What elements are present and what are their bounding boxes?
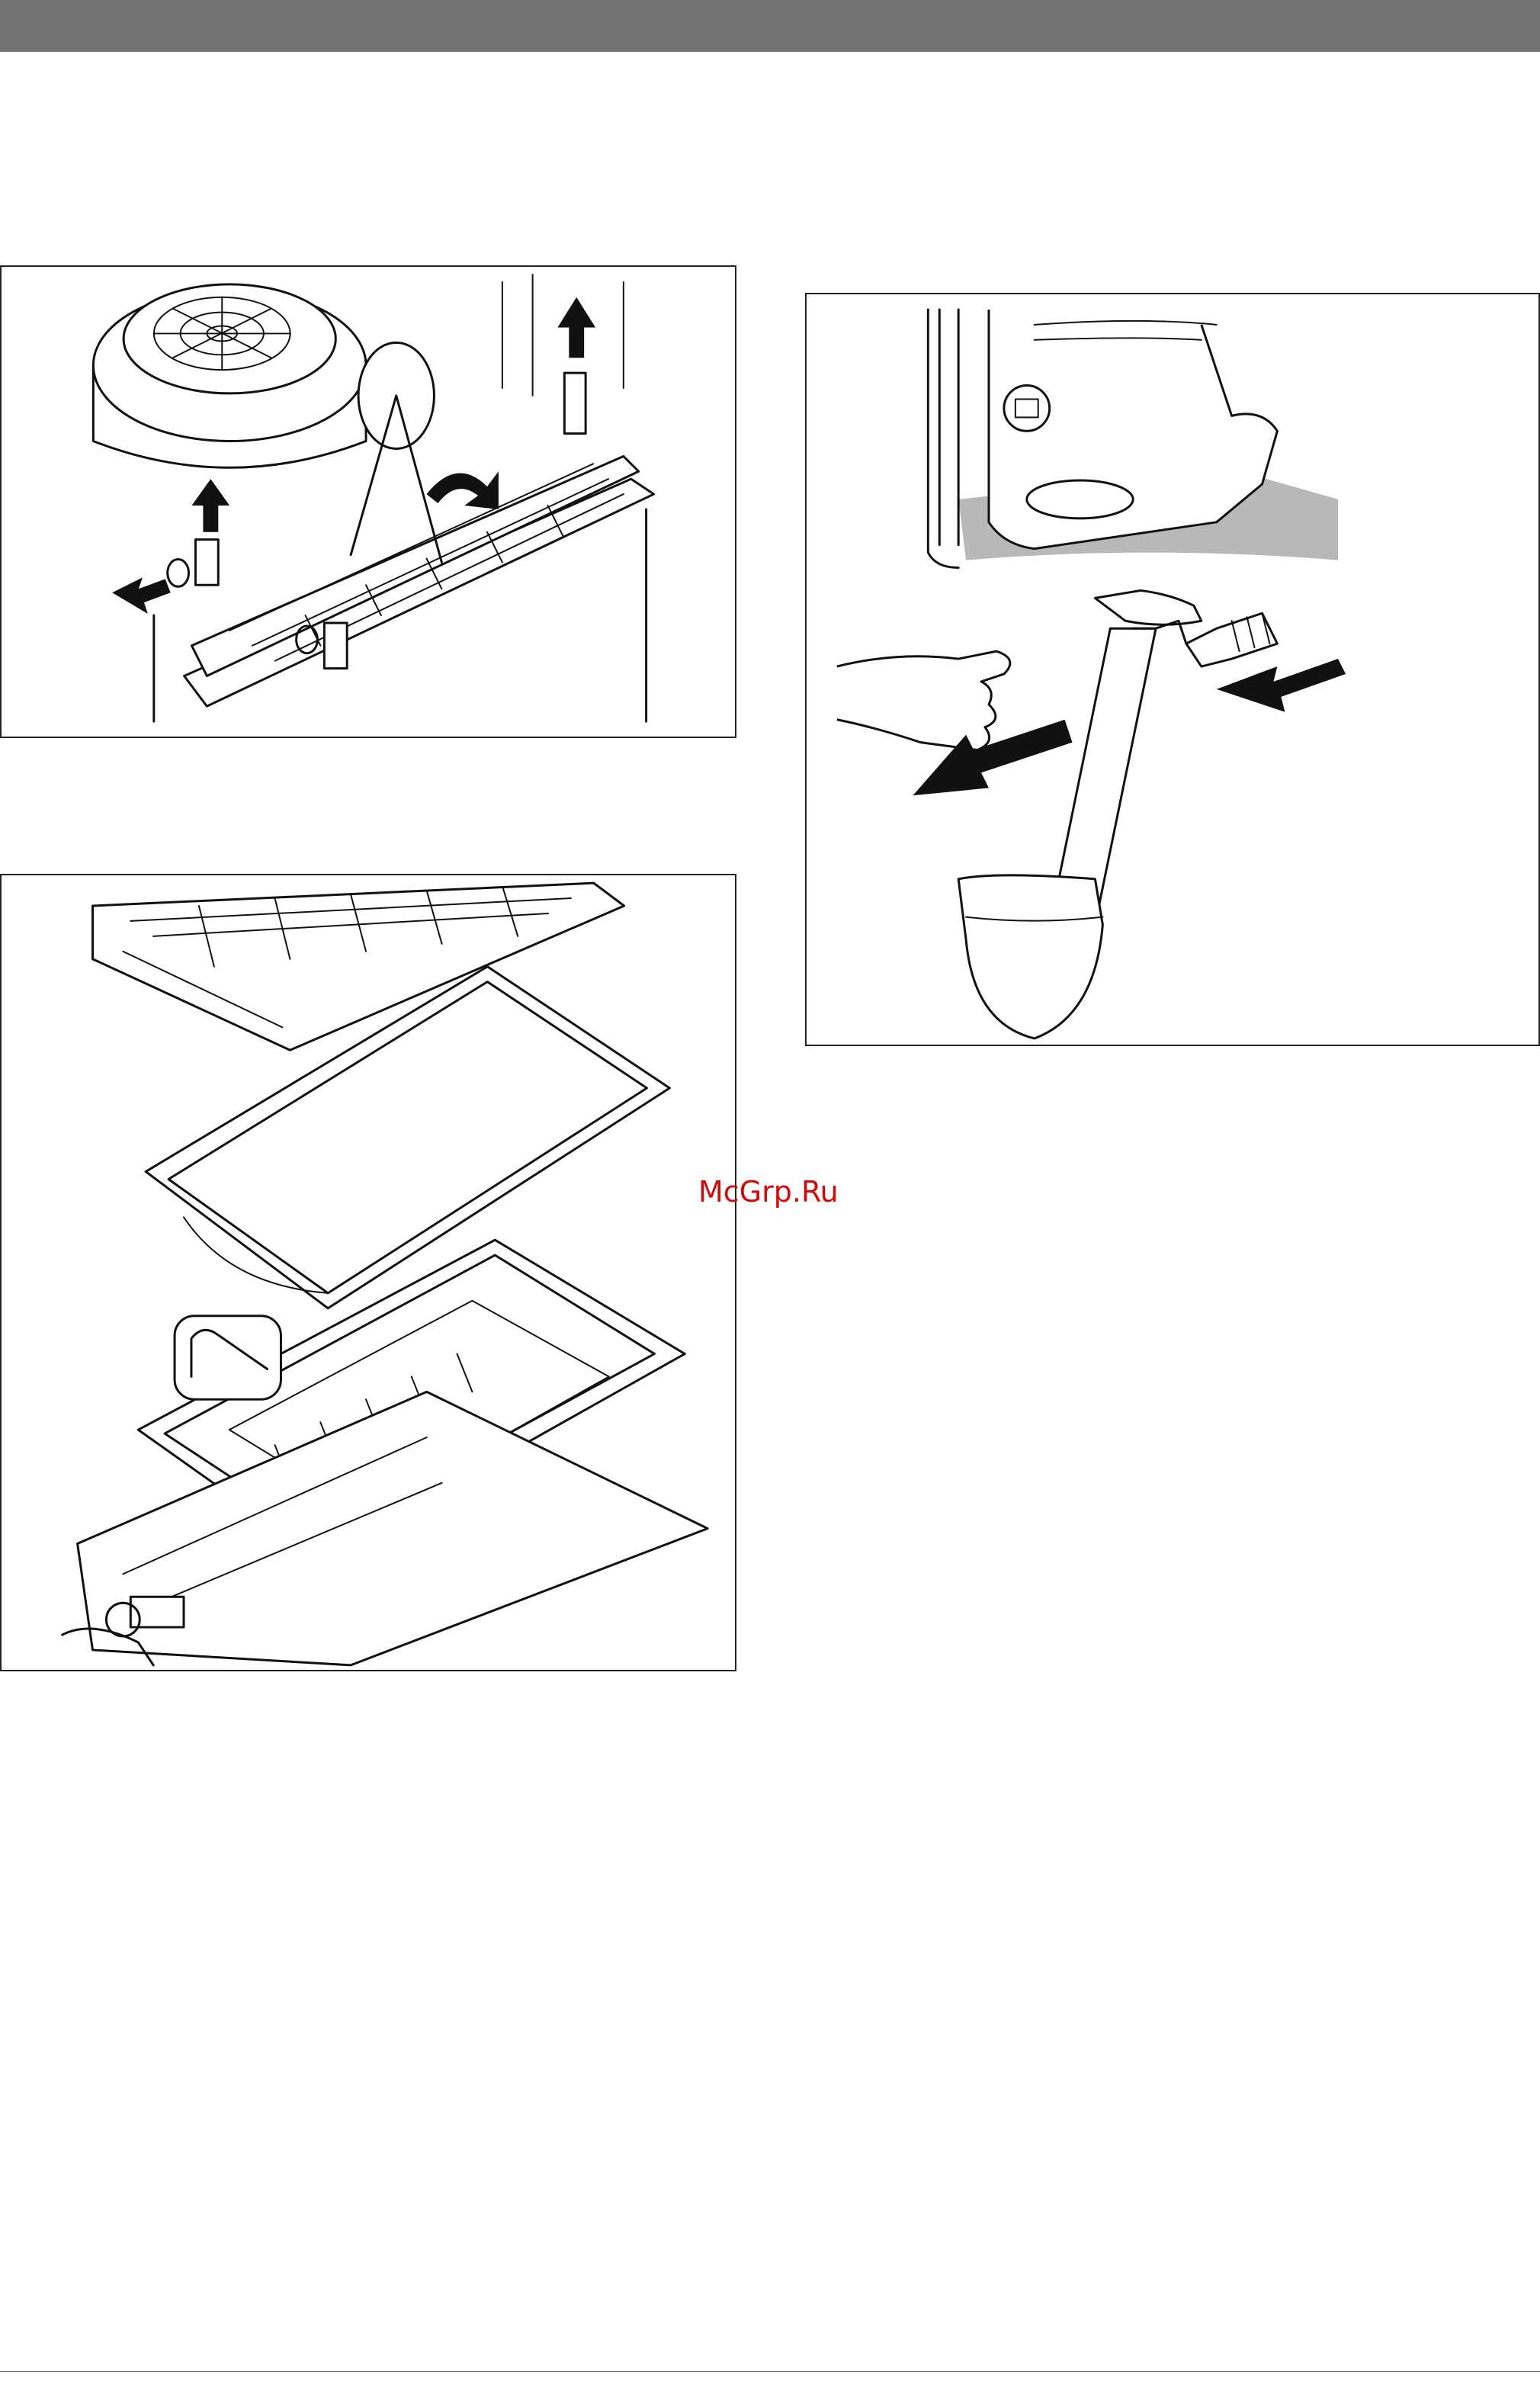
siphon-removal-illustration bbox=[807, 294, 1538, 1045]
header-bar bbox=[0, 0, 1540, 52]
figure-siphon-removal bbox=[805, 293, 1540, 1046]
burner-cover-removal-illustration bbox=[2, 267, 735, 737]
footer-rule bbox=[0, 2371, 1540, 2372]
figure-heat-exchanger-seal bbox=[0, 874, 736, 1671]
figure-burner-cover bbox=[0, 265, 736, 738]
watermark: McGrp.Ru bbox=[698, 1171, 858, 1212]
heat-exchanger-seal-illustration bbox=[2, 875, 735, 1670]
